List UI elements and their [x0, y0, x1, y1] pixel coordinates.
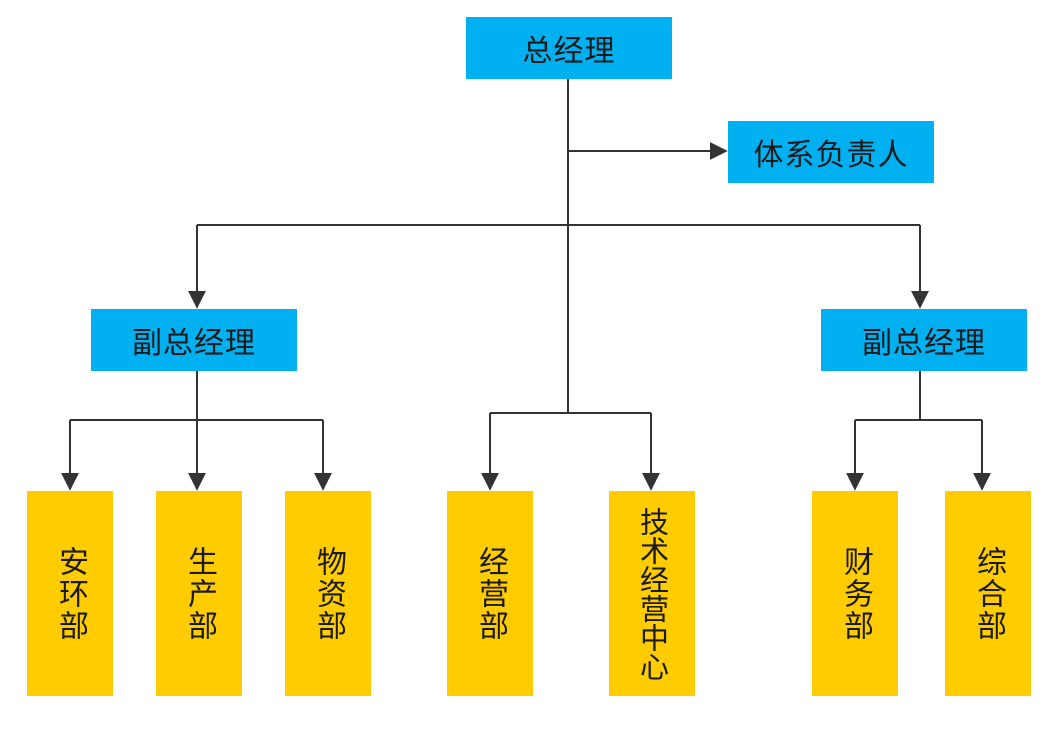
deputy-gm-right-label: 副总经理 [862, 326, 986, 361]
dept-materials-label: 物资部 [311, 545, 346, 642]
dept-safety-env-label: 安环部 [53, 545, 88, 642]
deputy-gm-left-label: 副总经理 [132, 326, 256, 361]
dept-tech-business-center-label: 技术经营中心 [635, 506, 670, 681]
dept-general-affairs-box: 综合部 [945, 491, 1031, 696]
dept-safety-env-box: 安环部 [27, 491, 113, 696]
dept-tech-business-center-box: 技术经营中心 [609, 491, 695, 696]
dept-production-label: 生产部 [182, 545, 217, 642]
general-manager-label: 总经理 [522, 34, 616, 69]
dept-finance-label: 财务部 [838, 545, 873, 642]
deputy-gm-right-box: 副总经理 [821, 309, 1027, 371]
deputy-gm-left-box: 副总经理 [91, 309, 297, 371]
system-owner-box: 体系负责人 [728, 121, 934, 183]
dept-production-box: 生产部 [156, 491, 242, 696]
general-manager-box: 总经理 [466, 17, 672, 79]
dept-business-box: 经营部 [447, 491, 533, 696]
dept-business-label: 经营部 [473, 545, 508, 642]
system-owner-label: 体系负责人 [753, 138, 909, 173]
dept-finance-box: 财务部 [812, 491, 898, 696]
dept-materials-box: 物资部 [285, 491, 371, 696]
dept-general-affairs-label: 综合部 [971, 545, 1006, 642]
